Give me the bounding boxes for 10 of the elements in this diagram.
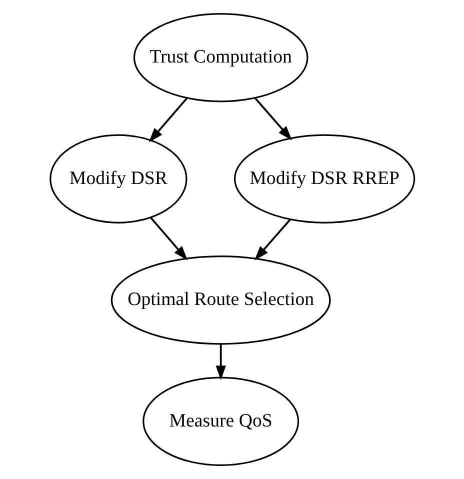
arrow [148, 98, 187, 142]
arrow [215, 344, 226, 380]
node-ellipse: Measure QoS [142, 376, 299, 466]
node-ellipse: Optimal Route Selection [110, 256, 330, 345]
node-ellipse: Modify DSR [49, 134, 187, 224]
arrow [254, 98, 292, 140]
node-ellipse: Trust Computation [132, 13, 308, 102]
arrow [150, 217, 188, 260]
node-ellipse: Modify DSR RREP [233, 134, 415, 224]
arrow [254, 219, 290, 260]
